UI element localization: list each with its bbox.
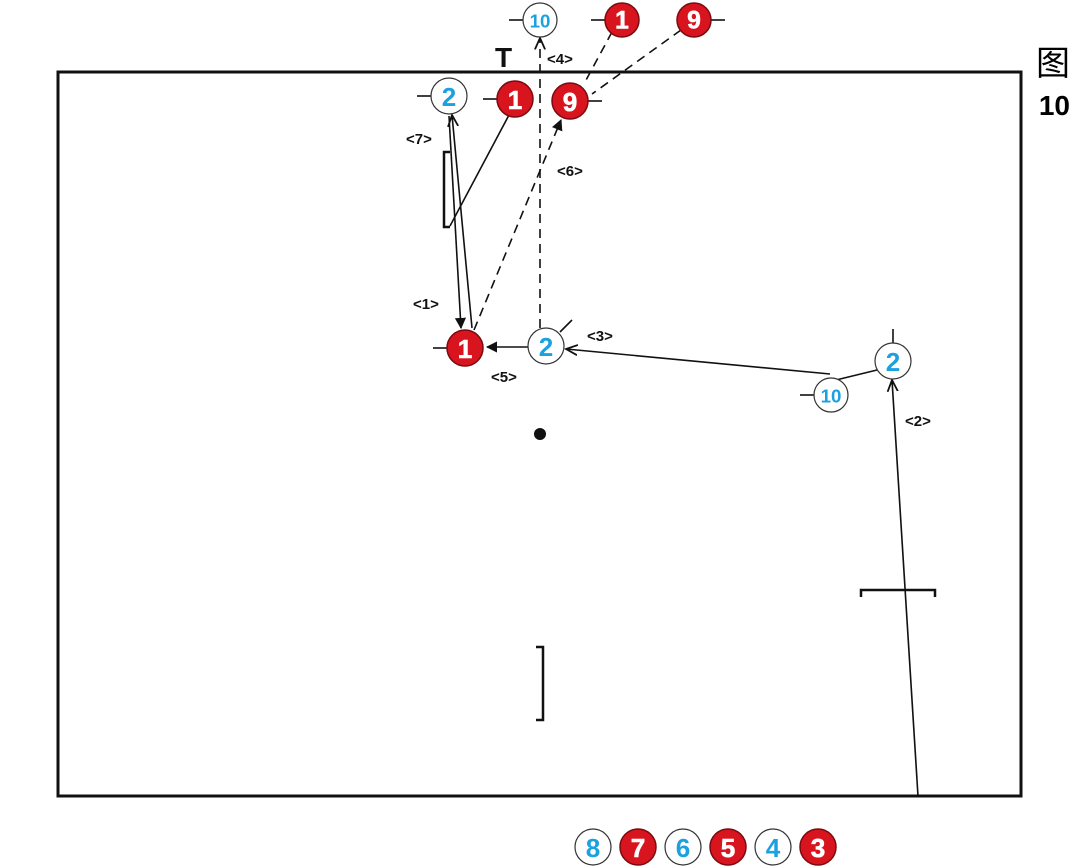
step-label-4: <4> <box>547 51 573 68</box>
step-label-1: <1> <box>413 296 439 313</box>
player-number: 3 <box>811 833 826 863</box>
player-token-blue-4: 4 <box>754 828 792 866</box>
player-circle <box>813 377 849 413</box>
bracket-mark-bottom <box>536 645 545 722</box>
player-number: 10 <box>530 11 551 32</box>
screen-marker-right <box>859 588 937 597</box>
player-token-blue-2: 2 <box>527 319 573 365</box>
player-token-blue-10: 10 <box>509 2 558 38</box>
path-right-2-10 <box>835 369 878 381</box>
step-label-5: <5> <box>491 369 517 386</box>
bracket-mark-left <box>442 150 450 229</box>
player-circle <box>664 828 702 866</box>
player-number: 2 <box>539 332 554 362</box>
player-token-red-1: 1 <box>483 80 534 118</box>
player-circle <box>604 2 640 38</box>
movement-lines <box>448 29 919 797</box>
player-circle <box>496 80 534 118</box>
path-7 <box>452 115 473 329</box>
player-token-blue-10: 10 <box>800 377 849 413</box>
player-token-red-9: 9 <box>676 2 725 38</box>
player-number: 10 <box>821 386 842 407</box>
player-token-blue-8: 8 <box>574 828 612 866</box>
player-token-blue-2: 2 <box>417 77 468 115</box>
player-token-red-1: 1 <box>433 329 484 367</box>
player-token-red-7: 7 <box>619 828 657 866</box>
figure-title: 图 <box>1036 44 1070 84</box>
player-circle <box>709 828 747 866</box>
player-number: 7 <box>631 833 646 863</box>
figure-number: 10 <box>1038 90 1070 121</box>
step-label-3: <3> <box>587 328 613 345</box>
player-circle <box>430 77 468 115</box>
player-circle <box>619 828 657 866</box>
player-token-red-9: 9 <box>551 82 602 120</box>
player-number: 1 <box>508 85 523 115</box>
player-circle <box>676 2 712 38</box>
player-circle <box>551 82 589 120</box>
player-circle <box>874 342 912 380</box>
player-circle <box>446 329 484 367</box>
player-number: 9 <box>687 8 701 35</box>
center-dot <box>534 428 546 440</box>
player-number: 2 <box>886 347 901 377</box>
orientation-tick <box>559 319 573 333</box>
player-token-red-3: 3 <box>799 828 837 866</box>
player-token-red-1: 1 <box>591 2 640 38</box>
path-2 <box>892 380 919 797</box>
player-number: 8 <box>586 833 601 863</box>
player-circle <box>799 828 837 866</box>
player-number: 9 <box>563 87 578 117</box>
step-labels: <1> <2> <3> <4> <5> <6> <7> <box>406 51 931 430</box>
player-token-blue-2: 2 <box>874 329 912 380</box>
player-number: 1 <box>458 334 473 364</box>
player-number: 1 <box>615 8 629 35</box>
player-token-red-5: 5 <box>709 828 747 866</box>
step-label-6: <6> <box>557 163 583 180</box>
path-1 <box>448 115 467 330</box>
path-6 <box>473 118 563 331</box>
player-number: 2 <box>442 82 457 112</box>
player-number: 6 <box>676 833 691 863</box>
path-1-cut <box>449 114 510 227</box>
player-token-blue-6: 6 <box>664 828 702 866</box>
player-circle <box>527 327 565 365</box>
step-label-7: <7> <box>406 131 432 148</box>
player-number: 5 <box>721 833 736 863</box>
player-circle <box>522 2 558 38</box>
path-top1-9 <box>584 31 613 83</box>
player-circle <box>574 828 612 866</box>
path-top9-9 <box>591 29 682 95</box>
player-number: 4 <box>766 833 781 863</box>
step-label-2: <2> <box>905 413 931 430</box>
marker-t: T <box>495 42 512 73</box>
path-3 <box>566 349 831 375</box>
player-circle <box>754 828 792 866</box>
